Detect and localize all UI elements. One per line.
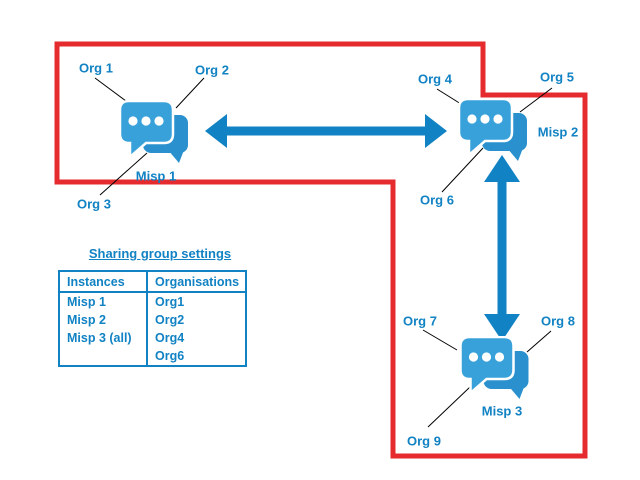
table-row: Misp 2 Org2 [59,311,246,329]
label-org-1: Org 1 [79,60,113,76]
label-org-9: Org 9 [407,433,441,449]
connector-org2-misp1 [175,77,205,109]
label-org-5: Org 5 [540,69,574,85]
label-org-4: Org 4 [418,71,452,87]
arrow-bottom-head [484,314,520,341]
sharing-group-boundary [54,41,588,459]
label-misp-2: Misp 2 [537,124,579,140]
organisation-cell: Org6 [155,349,185,363]
instance-cell: Misp 3 (all) [59,329,148,347]
connector-lines [94,77,553,428]
instance-cell: Misp 2 [59,311,148,329]
col-header-organisations: Organisations [147,271,246,293]
arrow-left-head [205,114,227,148]
label-misp-1: Misp 1 [135,168,177,184]
instance-cell [59,347,148,366]
table-row: Misp 1 Org1 [59,292,246,311]
connector-org5-misp2 [519,87,553,113]
label-org-2: Org 2 [195,62,229,78]
organisation-cell: Org4 [155,331,185,345]
table-row: Misp 3 (all) Org4 [59,329,246,347]
arrow-right-head [425,114,447,148]
connector-org4-misp2 [436,88,462,105]
organisation-cell: Org1 [155,295,185,309]
organisation-cell: Org2 [155,313,185,327]
connector-org1-misp1 [94,77,131,105]
misp-1-chat-bubbles-icon [118,100,188,163]
table-header-row: Instances Organisations [59,271,246,293]
sharing-group-settings-title: Sharing group settings [88,246,232,261]
connector-org9-misp3 [427,386,471,428]
label-org-6: Org 6 [420,192,454,208]
misp-2-chat-bubbles-icon [457,98,527,161]
label-org-7: Org 7 [403,313,437,329]
connector-org6-misp2 [441,147,484,193]
arrow-misp2-misp3 [484,155,520,341]
col-header-instances: Instances [59,271,148,293]
connector-org8-misp3 [526,330,552,353]
misp-3-chat-bubbles-icon [459,336,529,399]
sharing-group-settings-panel: Sharing group settings Instances Organis… [58,246,248,367]
label-misp-3: Misp 3 [481,403,523,419]
connector-org7-misp3 [422,329,458,351]
sharing-group-settings-table: Instances Organisations Misp 1 Org1 Misp… [58,270,247,367]
arrow-top-head [484,155,520,182]
label-org-8: Org 8 [541,313,575,329]
instance-cell: Misp 1 [59,292,148,311]
label-org-3: Org 3 [77,196,111,212]
arrow-misp1-misp2 [205,114,447,148]
table-row: Org6 [59,347,246,366]
connector-org3-misp1 [99,152,148,196]
